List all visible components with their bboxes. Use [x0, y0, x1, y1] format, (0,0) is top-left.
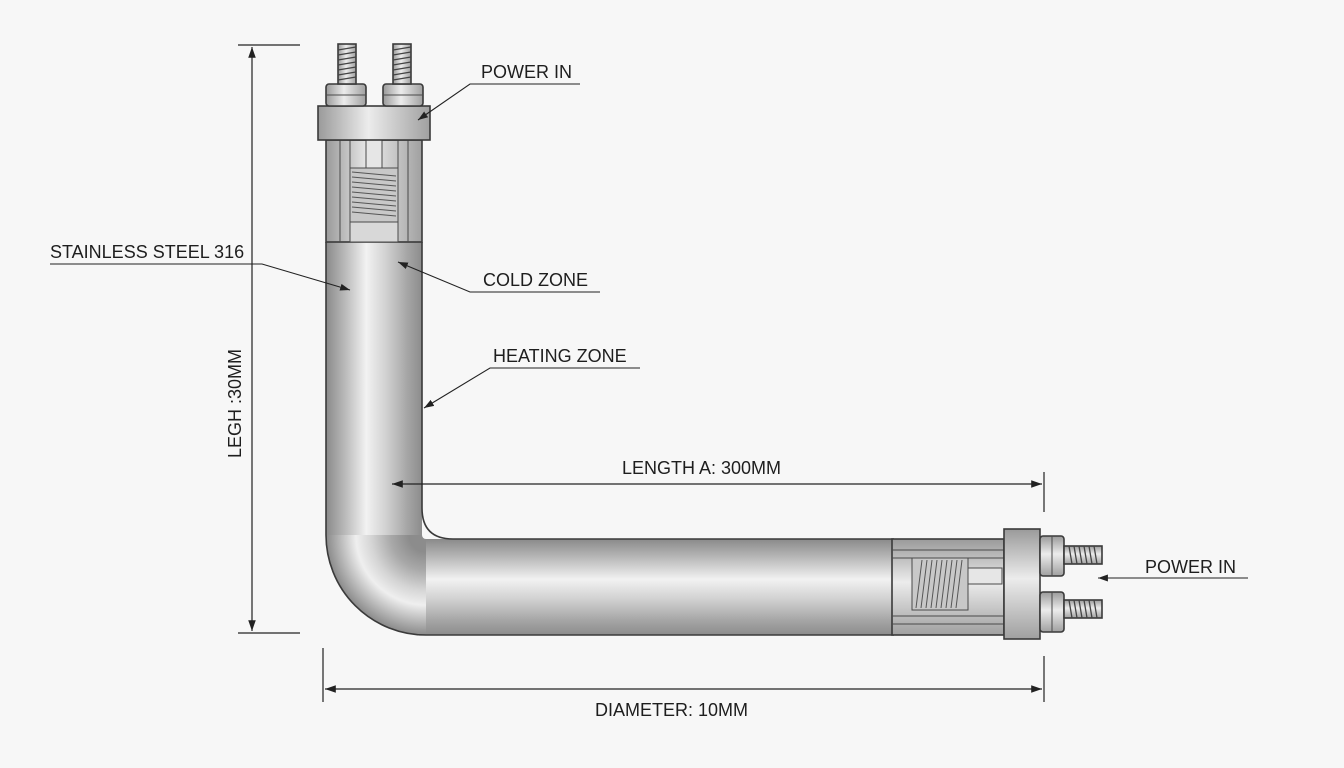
label-length-a: LENGTH A: 300MM	[622, 458, 781, 478]
right-terminal	[891, 528, 1103, 640]
label-diameter: DIAMETER: 10MM	[595, 700, 748, 720]
heater-tube	[325, 242, 894, 636]
leaders	[50, 83, 1248, 582]
label-stainless-steel: STAINLESS STEEL 316	[50, 242, 244, 262]
right-coil	[915, 559, 963, 609]
leader-stainless	[50, 263, 351, 291]
label-vertical-length: LEGH :30MM	[225, 349, 245, 458]
leader-cold-zone	[397, 261, 600, 293]
right-flange	[1003, 528, 1041, 640]
top-flange	[317, 105, 431, 141]
top-coil	[351, 171, 397, 217]
leader-power-in-top	[417, 83, 580, 121]
label-cold-zone: COLD ZONE	[483, 270, 588, 290]
dimension-length-a	[392, 472, 1045, 512]
vertical-tube	[326, 242, 422, 535]
label-heating-zone: HEATING ZONE	[493, 346, 627, 366]
dimension-vertical	[238, 44, 300, 634]
right-stud-bottom	[1063, 599, 1103, 619]
right-stud-top	[1063, 545, 1103, 565]
horizontal-tube	[426, 539, 894, 635]
top-terminal	[317, 43, 431, 243]
dimension-diameter	[322, 648, 1045, 702]
tube-bend	[326, 535, 426, 635]
label-power-in-top: POWER IN	[481, 62, 572, 82]
leader-heating-zone	[423, 367, 640, 409]
label-power-in-right: POWER IN	[1145, 557, 1236, 577]
